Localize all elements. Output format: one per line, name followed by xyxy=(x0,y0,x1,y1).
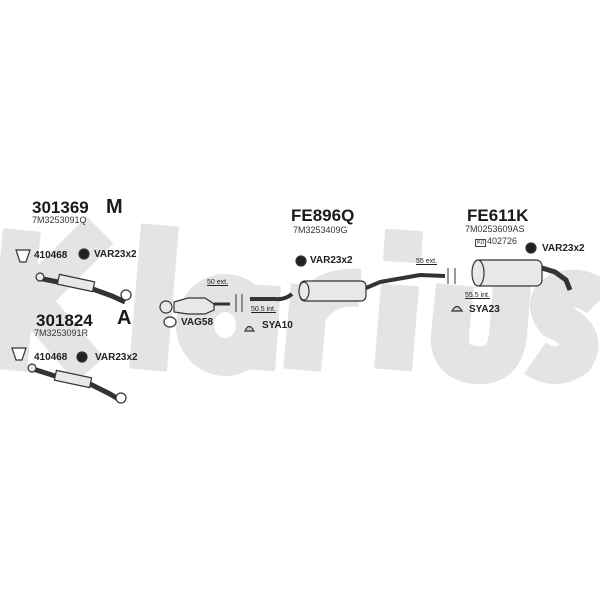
pipe-joints xyxy=(235,268,456,312)
mount-label[interactable]: VAR23x2 xyxy=(94,249,137,260)
int-diameter: 55.5 int. xyxy=(465,292,490,299)
part-number-301824[interactable]: 301824 xyxy=(36,311,93,330)
clamp-icon xyxy=(450,305,464,312)
int-diameter: 50.5 int. xyxy=(251,306,276,313)
mount-icon xyxy=(76,351,88,363)
gasket-icon xyxy=(15,249,31,263)
gasket-label[interactable]: VAG58 xyxy=(181,317,214,328)
mount-icon xyxy=(525,242,537,254)
ext-diameter: 55 ext. xyxy=(416,258,438,265)
part-number-fe896q[interactable]: FE896Q xyxy=(291,206,355,225)
mount-icon xyxy=(78,248,90,260)
rear-silencer-fe611k xyxy=(471,259,573,291)
clamp-icon xyxy=(244,325,256,332)
mount-label[interactable]: VAR23x2 xyxy=(542,243,585,254)
part-number-301369[interactable]: 301369 xyxy=(32,198,89,217)
gasket-icon xyxy=(163,316,177,328)
mount-icon xyxy=(295,255,307,267)
clamp-label[interactable]: SYA10 xyxy=(262,320,293,331)
oe-number: 7M0253609AS xyxy=(465,224,525,234)
front-pipe-301369 xyxy=(35,272,132,305)
mount-label[interactable]: VAR23x2 xyxy=(95,352,138,363)
gasket-label[interactable]: 410468 xyxy=(34,352,68,363)
catalytic-converter xyxy=(159,297,230,315)
mount-label[interactable]: VAR23x2 xyxy=(310,255,353,266)
oe-number: 7M3253409G xyxy=(293,225,348,235)
centre-silencer-fe896q xyxy=(250,272,446,302)
kit-tag: Kit xyxy=(475,239,487,247)
front-pipe-301824 xyxy=(27,363,127,404)
automatic-icon: A xyxy=(117,307,132,329)
part-number-fe611k[interactable]: FE611K xyxy=(467,206,529,225)
manual-icon: M xyxy=(106,196,123,218)
clamp-label[interactable]: SYA23 xyxy=(469,304,500,315)
kit-value: 402726 xyxy=(487,236,518,246)
oe-number: 7M3253091R xyxy=(34,328,89,338)
gasket-label[interactable]: 410468 xyxy=(34,250,68,261)
ext-diameter: 50 ext. xyxy=(207,279,229,286)
oe-number: 7M3253091Q xyxy=(32,215,87,225)
gasket-icon xyxy=(11,347,27,361)
